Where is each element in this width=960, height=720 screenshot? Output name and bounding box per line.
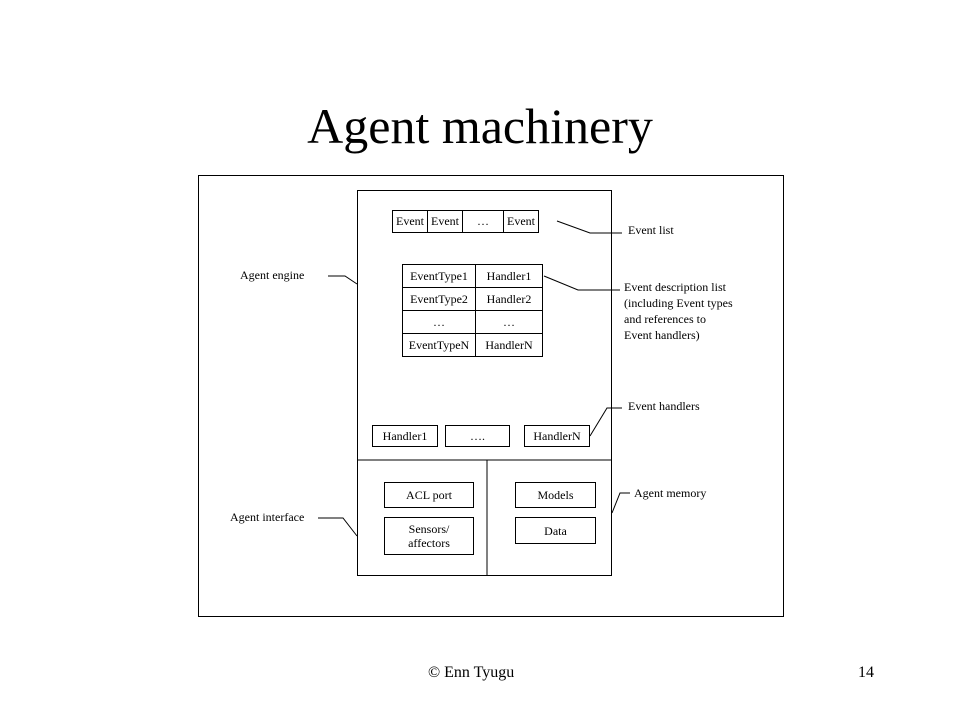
event-description-line: Event description list — [624, 280, 726, 294]
handler-box-first: Handler1 — [372, 425, 438, 447]
event-cell: Event — [392, 210, 428, 233]
sensors-label: Sensors/ — [408, 522, 450, 536]
handler-cell: HandlerN — [475, 333, 543, 357]
handler-box-last: HandlerN — [524, 425, 590, 447]
agent-box — [357, 190, 612, 576]
event-type-cell: EventType2 — [402, 287, 476, 311]
table-row: EventType1 Handler1 — [402, 264, 543, 288]
handler-cell: … — [475, 310, 543, 334]
agent-engine-label: Agent engine — [240, 268, 305, 282]
event-description-line: Event handlers) — [624, 328, 700, 342]
handler-cell: Handler1 — [475, 264, 543, 288]
event-cell-ellipsis: … — [462, 210, 504, 233]
footer-author: © Enn Tyugu — [428, 664, 515, 681]
table-row: EventTypeN HandlerN — [402, 333, 543, 357]
agent-interface-label: Agent interface — [230, 510, 305, 524]
affectors-label: affectors — [408, 536, 450, 550]
event-cell: Event — [503, 210, 539, 233]
acl-port-box: ACL port — [384, 482, 474, 508]
diagram-frame — [198, 175, 784, 617]
agent-memory-label: Agent memory — [634, 486, 707, 500]
event-list-label: Event list — [628, 223, 674, 237]
page-number: 14 — [858, 664, 874, 681]
data-box: Data — [515, 517, 596, 544]
sensors-affectors-box: Sensors/ affectors — [384, 517, 474, 555]
table-row: … … — [402, 310, 543, 334]
event-type-cell: … — [402, 310, 476, 334]
event-type-cell: EventType1 — [402, 264, 476, 288]
event-description-line: and references to — [624, 312, 706, 326]
event-description-list-label: Event description list (including Event … — [624, 279, 733, 343]
event-type-cell: EventTypeN — [402, 333, 476, 357]
handler-box-middle: …. — [445, 425, 510, 447]
models-box: Models — [515, 482, 596, 508]
event-handlers-label: Event handlers — [628, 399, 700, 413]
event-cell: Event — [427, 210, 463, 233]
slide-title: Agent machinery — [307, 98, 653, 154]
event-list: Event Event … Event — [392, 210, 539, 233]
table-row: EventType2 Handler2 — [402, 287, 543, 311]
event-description-line: (including Event types — [624, 296, 733, 310]
handler-cell: Handler2 — [475, 287, 543, 311]
event-description-list: EventType1 Handler1 EventType2 Handler2 … — [402, 264, 543, 357]
